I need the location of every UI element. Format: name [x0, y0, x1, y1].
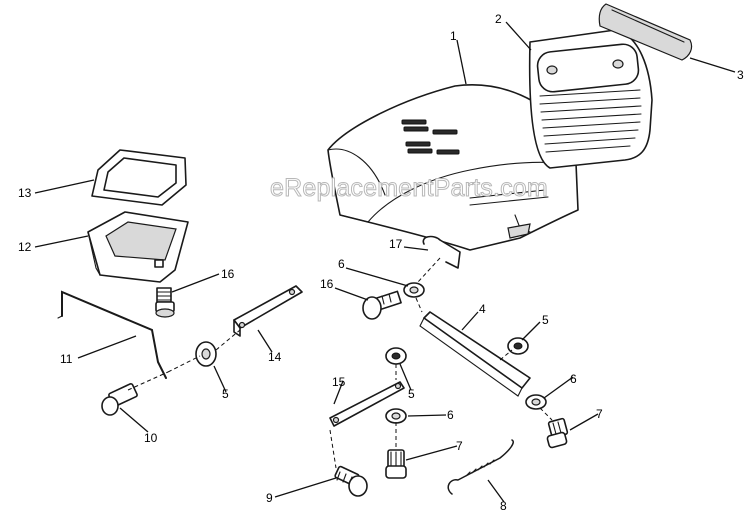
callout-13: 13	[18, 186, 32, 200]
callout-10: 10	[144, 431, 158, 445]
bolt-7-right-part	[539, 407, 569, 449]
callout-7-center: 7	[456, 439, 463, 453]
bracket-14-part	[233, 285, 303, 337]
hood-part	[327, 84, 579, 251]
bolt-16-center-part	[362, 290, 402, 320]
bracket-4-part	[419, 311, 531, 397]
decal-strip-part	[598, 3, 693, 61]
spring-8-part	[447, 439, 514, 495]
washer-6-top-part	[403, 282, 425, 298]
washer-6-right-part	[525, 394, 547, 410]
washer-5-center-part	[385, 347, 407, 365]
bolt-9-part	[329, 429, 368, 497]
callout-12: 12	[18, 240, 32, 254]
bolt-10-part	[101, 371, 169, 416]
bolt-16-left-part	[155, 287, 175, 318]
bent-rod-part	[57, 290, 167, 379]
callout-1: 1	[450, 29, 457, 43]
callout-6-center: 6	[447, 408, 454, 422]
callout-17: 17	[389, 237, 403, 251]
tray-part	[87, 211, 189, 283]
callout-4: 4	[479, 302, 486, 316]
leader-lines	[34, 21, 736, 503]
callout-15: 15	[332, 375, 346, 389]
washer-5-left-part	[195, 341, 217, 367]
washer-5-right-part	[507, 337, 529, 355]
callout-2: 2	[495, 12, 502, 26]
clip-17-part	[422, 235, 461, 269]
gasket-frame-part	[91, 149, 187, 206]
callout-16-center: 16	[320, 277, 334, 291]
callout-14: 14	[268, 350, 282, 364]
callout-labels: 1 2 3 13 12 16 17 6 16 4 5 11 14 5 15 5 …	[18, 12, 744, 513]
callout-6-top: 6	[338, 257, 345, 271]
callout-5-center: 5	[408, 387, 415, 401]
callout-3: 3	[737, 68, 744, 82]
watermark-text: eReplacementParts.com	[270, 174, 548, 202]
callout-16-left: 16	[221, 267, 235, 281]
callout-11: 11	[60, 352, 73, 366]
callout-5-right: 5	[542, 313, 549, 327]
washer-6-center-part	[385, 408, 407, 424]
callout-9: 9	[266, 491, 273, 505]
callout-5-left: 5	[222, 387, 229, 401]
callout-8: 8	[500, 499, 507, 513]
strap-15-part	[329, 381, 405, 427]
callout-5-lower-right: 6	[570, 372, 577, 386]
grille-part	[528, 29, 653, 169]
bolt-7-center-part	[385, 422, 407, 479]
callout-7-right: 7	[596, 407, 603, 421]
